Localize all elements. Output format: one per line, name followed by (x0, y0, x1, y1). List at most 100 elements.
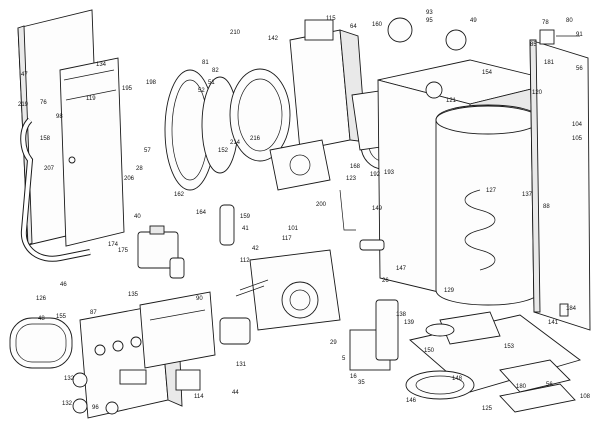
callout-28: 28 (136, 166, 143, 172)
callout-104: 104 (572, 122, 583, 128)
knobs (72, 372, 119, 415)
control-block (269, 139, 331, 191)
callout-200: 200 (316, 202, 327, 208)
gas-valve (137, 225, 179, 269)
callout-64: 64 (350, 24, 357, 30)
callout-93: 93 (426, 10, 433, 16)
callout-115: 115 (326, 16, 336, 22)
callout-51: 51 (208, 80, 215, 86)
callout-114: 114 (194, 394, 204, 400)
callout-131: 131 (236, 362, 247, 368)
callout-85: 85 (530, 42, 537, 48)
callout-87: 87 (90, 310, 97, 316)
callout-26: 26 (382, 278, 389, 284)
callout-153: 153 (504, 344, 515, 350)
callout-139: 139 (404, 320, 415, 326)
callout-152: 152 (218, 148, 229, 154)
callout-184: 184 (566, 306, 577, 312)
callout-46: 46 (60, 282, 67, 288)
front-cover-window (9, 317, 73, 369)
callout-180: 180 (516, 384, 527, 390)
callout-162: 162 (174, 192, 185, 198)
callout-150: 150 (424, 348, 435, 354)
callout-160: 160 (372, 22, 383, 28)
left-casing-panel (17, 9, 125, 247)
callout-219: 219 (18, 102, 29, 108)
callout-101: 101 (288, 226, 299, 232)
callout-138: 138 (396, 312, 407, 318)
callout-192: 192 (370, 172, 381, 178)
callout-125: 125 (482, 406, 493, 412)
hydraulic-group (219, 249, 391, 371)
callout-41: 41 (242, 226, 249, 232)
callout-47: 47 (21, 72, 28, 78)
callout-174: 174 (108, 242, 119, 248)
callout-16: 16 (350, 374, 357, 380)
callout-96: 96 (92, 405, 99, 411)
callout-147: 147 (396, 266, 407, 272)
callout-56b: 56 (546, 382, 553, 388)
callout-40: 40 (134, 214, 141, 220)
callout-164: 164 (196, 210, 207, 216)
callout-181: 181 (544, 60, 555, 66)
callout-56: 56 (576, 66, 583, 72)
callout-214: 214 (230, 140, 241, 146)
callout-159: 159 (240, 214, 251, 220)
callout-91: 91 (576, 32, 583, 38)
callout-193: 193 (384, 170, 395, 176)
right-casing-panel (529, 39, 591, 331)
callout-82: 82 (212, 68, 219, 74)
callout-57: 57 (144, 148, 151, 154)
callout-146: 146 (406, 398, 417, 404)
callout-121: 121 (446, 98, 457, 104)
callout-149: 149 (372, 206, 383, 212)
left-pipe (20, 117, 91, 262)
callout-155: 155 (56, 314, 67, 320)
callout-42: 42 (252, 246, 259, 252)
callout-29: 29 (330, 340, 337, 346)
callout-207: 207 (44, 166, 55, 172)
callout-35: 35 (358, 380, 365, 386)
callout-148: 148 (452, 376, 463, 382)
callout-119: 119 (86, 96, 96, 102)
callout-206: 206 (124, 176, 135, 182)
small-fittings (169, 17, 569, 361)
callout-108: 108 (580, 394, 591, 400)
callout-49: 49 (470, 18, 477, 24)
callout-137: 137 (522, 192, 533, 198)
callout-5: 5 (342, 356, 346, 362)
callout-105: 105 (572, 136, 583, 142)
callout-132: 132 (64, 376, 75, 382)
callout-98: 98 (56, 114, 63, 120)
callout-154: 154 (482, 70, 493, 76)
callout-134: 134 (96, 62, 107, 68)
callout-132b: 132 (62, 401, 73, 407)
callout-48: 48 (38, 316, 45, 322)
callout-112: 112 (240, 258, 250, 264)
callout-216: 216 (250, 136, 261, 142)
callout-52: 52 (198, 88, 205, 94)
callout-120: 120 (532, 90, 543, 96)
callout-95: 95 (426, 18, 433, 24)
callout-129: 129 (444, 288, 455, 294)
callout-90: 90 (196, 296, 203, 302)
callout-158: 158 (40, 136, 51, 142)
callout-127: 127 (486, 188, 497, 194)
callout-78: 78 (542, 20, 549, 26)
electronics-box (139, 291, 216, 391)
callout-195: 195 (122, 86, 133, 92)
callout-141: 141 (548, 320, 559, 326)
callout-135: 135 (128, 292, 139, 298)
callout-126: 126 (36, 296, 47, 302)
callout-168: 168 (350, 164, 361, 170)
callout-142: 142 (268, 36, 279, 42)
callout-175: 175 (118, 248, 129, 254)
callout-210: 210 (230, 30, 241, 36)
callout-81: 81 (202, 60, 209, 66)
callout-123: 123 (346, 176, 357, 182)
callout-88: 88 (543, 204, 550, 210)
top-bracket (539, 29, 580, 45)
callout-76: 76 (40, 100, 47, 106)
